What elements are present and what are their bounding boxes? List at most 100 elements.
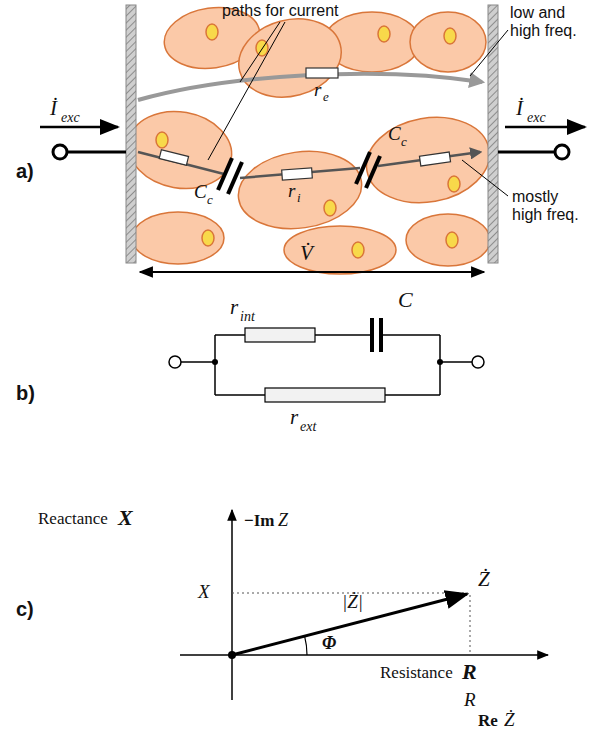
drawing-part — [159, 150, 450, 180]
drawing-part — [378, 152, 480, 166]
projection-line — [470, 595, 471, 655]
cell-group — [122, 2, 496, 274]
subscript: c — [207, 193, 213, 207]
electrode — [126, 5, 136, 263]
capacitor-label: C — [194, 182, 207, 203]
current-symbol: İ — [50, 97, 57, 120]
drawing-part — [370, 318, 374, 352]
resistor-label: r — [288, 181, 295, 202]
nucleus-group — [156, 24, 460, 258]
resistor-symbol — [245, 328, 315, 342]
resistor-label: r — [230, 296, 238, 319]
terminal — [169, 356, 181, 368]
axis-title: Reactance — [38, 510, 108, 529]
capacitor-symbol — [372, 318, 381, 352]
drawing-part — [208, 22, 285, 160]
subscript: e — [323, 90, 329, 104]
terminal — [555, 145, 569, 159]
drawing-part — [315, 334, 372, 336]
panel-label: c) — [16, 598, 34, 620]
terminal — [472, 356, 484, 368]
subscript: i — [297, 191, 301, 205]
drawing-part — [446, 232, 458, 248]
capacitor-label: C — [398, 288, 413, 312]
note-label: low and high freq. — [510, 4, 590, 39]
value-label: R — [464, 690, 476, 711]
resistor-symbol — [306, 68, 338, 78]
drawing-part — [385, 394, 440, 396]
angle-arc — [305, 636, 307, 655]
leader-line — [208, 22, 508, 196]
current-symbol: İ — [516, 97, 523, 120]
subscript: c — [401, 135, 407, 149]
origin-dot — [228, 651, 236, 659]
panel-label: b) — [16, 382, 35, 404]
circuit-wire — [181, 335, 472, 395]
drawing-part — [215, 334, 245, 336]
panel-label: a) — [16, 160, 34, 182]
axis-title: Re — [478, 712, 498, 731]
drawing-part — [324, 200, 336, 216]
drawing-part — [406, 214, 490, 266]
magnitude-label: |Ż| — [342, 592, 363, 613]
resistor-label: r — [314, 80, 321, 101]
resistor-symbol — [282, 168, 313, 180]
drawing-part — [380, 334, 440, 336]
axis — [231, 510, 233, 700]
angle-label: Φ — [322, 634, 336, 654]
junction-dot — [212, 359, 218, 365]
drawing-part — [444, 28, 456, 44]
axis-symbol: Z — [278, 511, 288, 531]
terminal — [53, 145, 67, 159]
drawing-part — [379, 318, 383, 352]
drawing-part — [448, 176, 460, 192]
junction-dot — [437, 359, 443, 365]
drawing-part — [230, 8, 350, 108]
drawing-part — [462, 160, 508, 196]
capacitor-symbol — [356, 152, 380, 188]
subscript: exc — [527, 110, 546, 125]
current-arrow — [505, 126, 585, 129]
drawing-part — [366, 156, 380, 188]
axis-symbol: Ż — [504, 710, 515, 731]
note-label: paths for current — [222, 2, 339, 20]
drawing-part — [470, 30, 508, 76]
axis-title: −Im — [244, 512, 274, 531]
axis-symbol: R — [462, 660, 477, 684]
note-label: mostly high freq. — [512, 188, 587, 223]
drawing-part — [206, 24, 218, 40]
drawing-part — [352, 242, 364, 258]
vector-label: Ż — [478, 568, 490, 591]
capacitor-symbol — [218, 158, 242, 194]
axis-symbol: X — [118, 506, 133, 530]
subscript: int — [240, 309, 255, 324]
subscript: ext — [300, 419, 316, 434]
capacitor-label: C — [388, 124, 401, 145]
drawing-part — [122, 104, 238, 197]
drawing-part — [233, 144, 366, 237]
voltage-arrow — [140, 271, 484, 273]
drawing-part — [156, 132, 168, 148]
drawing-part — [181, 361, 215, 363]
value-label: X — [198, 582, 210, 603]
drawing-part — [240, 22, 280, 82]
drawing-part — [228, 162, 242, 194]
wire — [62, 151, 126, 154]
drawing-part — [284, 226, 396, 274]
resistor-symbol — [419, 152, 450, 166]
axis-title: Resistance — [380, 664, 453, 683]
drawing-part — [215, 394, 265, 396]
resistor-label: r — [290, 406, 298, 429]
current-arrow — [40, 126, 118, 129]
resistor-symbol — [159, 150, 188, 166]
voltage-symbol: V̇ — [300, 242, 313, 265]
drawing-part — [202, 230, 214, 246]
drawing-part — [410, 12, 486, 72]
drawing-part — [360, 108, 497, 212]
subscript: exc — [61, 110, 80, 125]
drawing-part — [132, 212, 224, 264]
drawing-part — [378, 26, 390, 42]
